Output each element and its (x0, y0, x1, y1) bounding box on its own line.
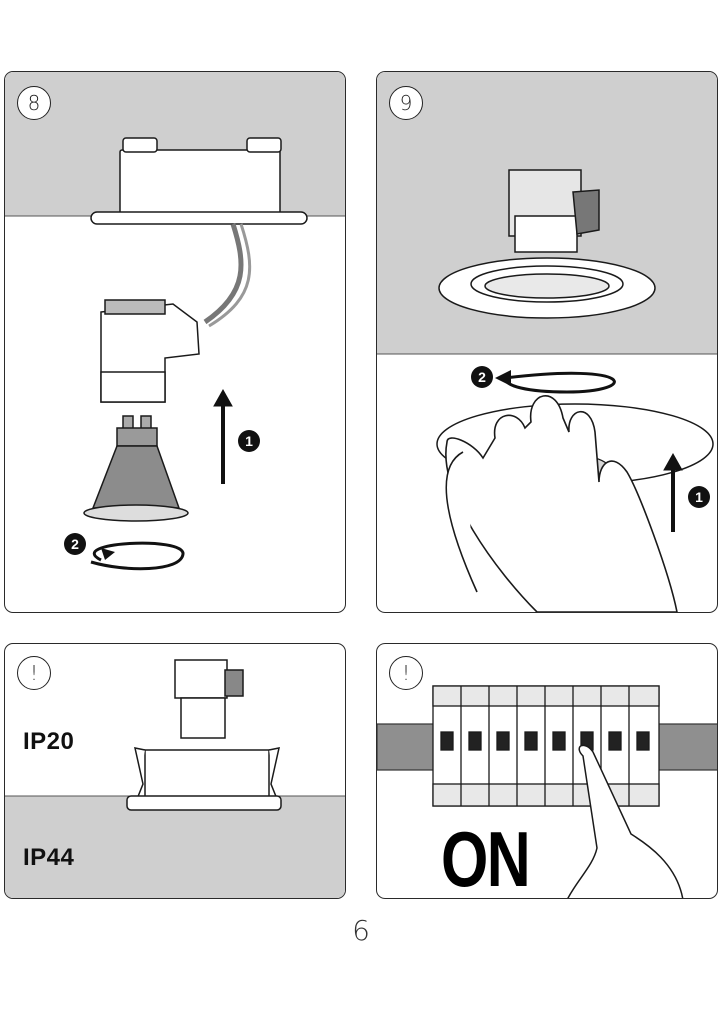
step-number-badge: 9 (389, 86, 423, 120)
lamp-holder-icon (126, 659, 282, 811)
lamp-holder-icon (90, 137, 308, 225)
rotate-arrow-icon (90, 541, 185, 571)
step-9-illustration: 2 1 (377, 72, 717, 612)
switch-state-label: ON (441, 815, 531, 899)
step-8-illustration: 1 2 (5, 72, 345, 571)
up-arrow-icon (663, 452, 683, 532)
circuit-breaker-icon (432, 685, 660, 807)
page-number: 6 (352, 914, 370, 947)
arrow-number-1: 1 (695, 489, 703, 505)
arrow-number-1: 1 (245, 433, 253, 449)
step-number-badge: 8 (17, 86, 51, 120)
rotate-arrow-icon (503, 371, 616, 394)
hand-icon (445, 395, 678, 612)
ip-rating-illustration (5, 659, 345, 898)
ip-rating-upper: IP20 (23, 728, 75, 755)
up-arrow-icon (213, 388, 233, 484)
notice-icon: ! (389, 656, 423, 690)
arrow-number-2: 2 (478, 369, 486, 385)
circuit-breaker-illustration (377, 685, 717, 898)
gu10-bulb-icon (83, 415, 189, 522)
arrow-number-2: 2 (71, 536, 79, 552)
ip-rating-panel: ! IP20 IP44 (4, 643, 346, 899)
ip-rating-lower: IP44 (23, 844, 75, 871)
step-8-panel: 1 2 8 (4, 71, 346, 613)
power-on-panel: ! ON (376, 643, 718, 899)
step-9-panel: 2 1 9 (376, 71, 718, 613)
finger-icon (567, 744, 684, 898)
notice-icon: ! (17, 656, 51, 690)
